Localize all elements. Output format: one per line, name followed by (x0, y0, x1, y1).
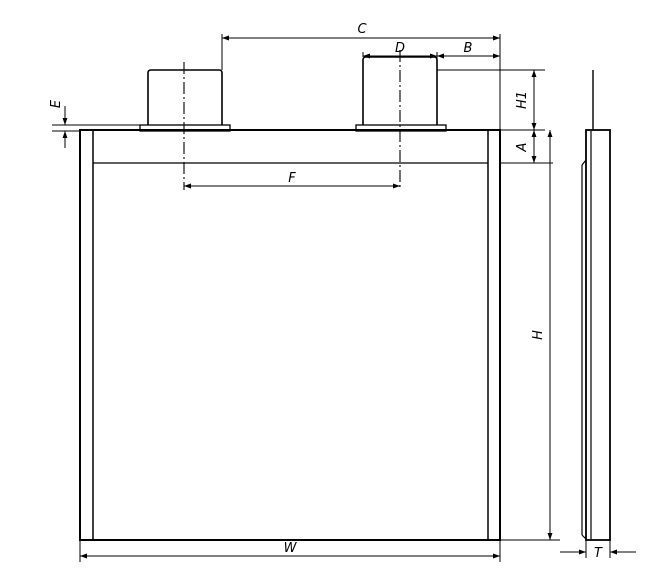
label-h1: H1 (515, 91, 530, 109)
label-w: W (284, 541, 298, 556)
label-f: F (288, 171, 296, 186)
right-tab (355, 50, 447, 190)
dimension-w (79, 540, 501, 562)
dimension-h1 (437, 69, 545, 131)
label-e: E (49, 99, 64, 108)
dimension-t (560, 540, 636, 558)
dimension-c (221, 34, 501, 130)
label-h: H (531, 330, 546, 340)
cell-body (79, 129, 501, 541)
label-b: B (464, 41, 473, 56)
dimension-e (52, 106, 140, 148)
side-view (581, 70, 611, 541)
label-d: D (395, 41, 405, 56)
dimension-a (500, 130, 553, 164)
label-a: A (515, 143, 530, 153)
label-t: T (594, 546, 603, 561)
dimension-h (500, 130, 560, 541)
label-c: C (357, 22, 367, 37)
left-tab (139, 62, 231, 190)
